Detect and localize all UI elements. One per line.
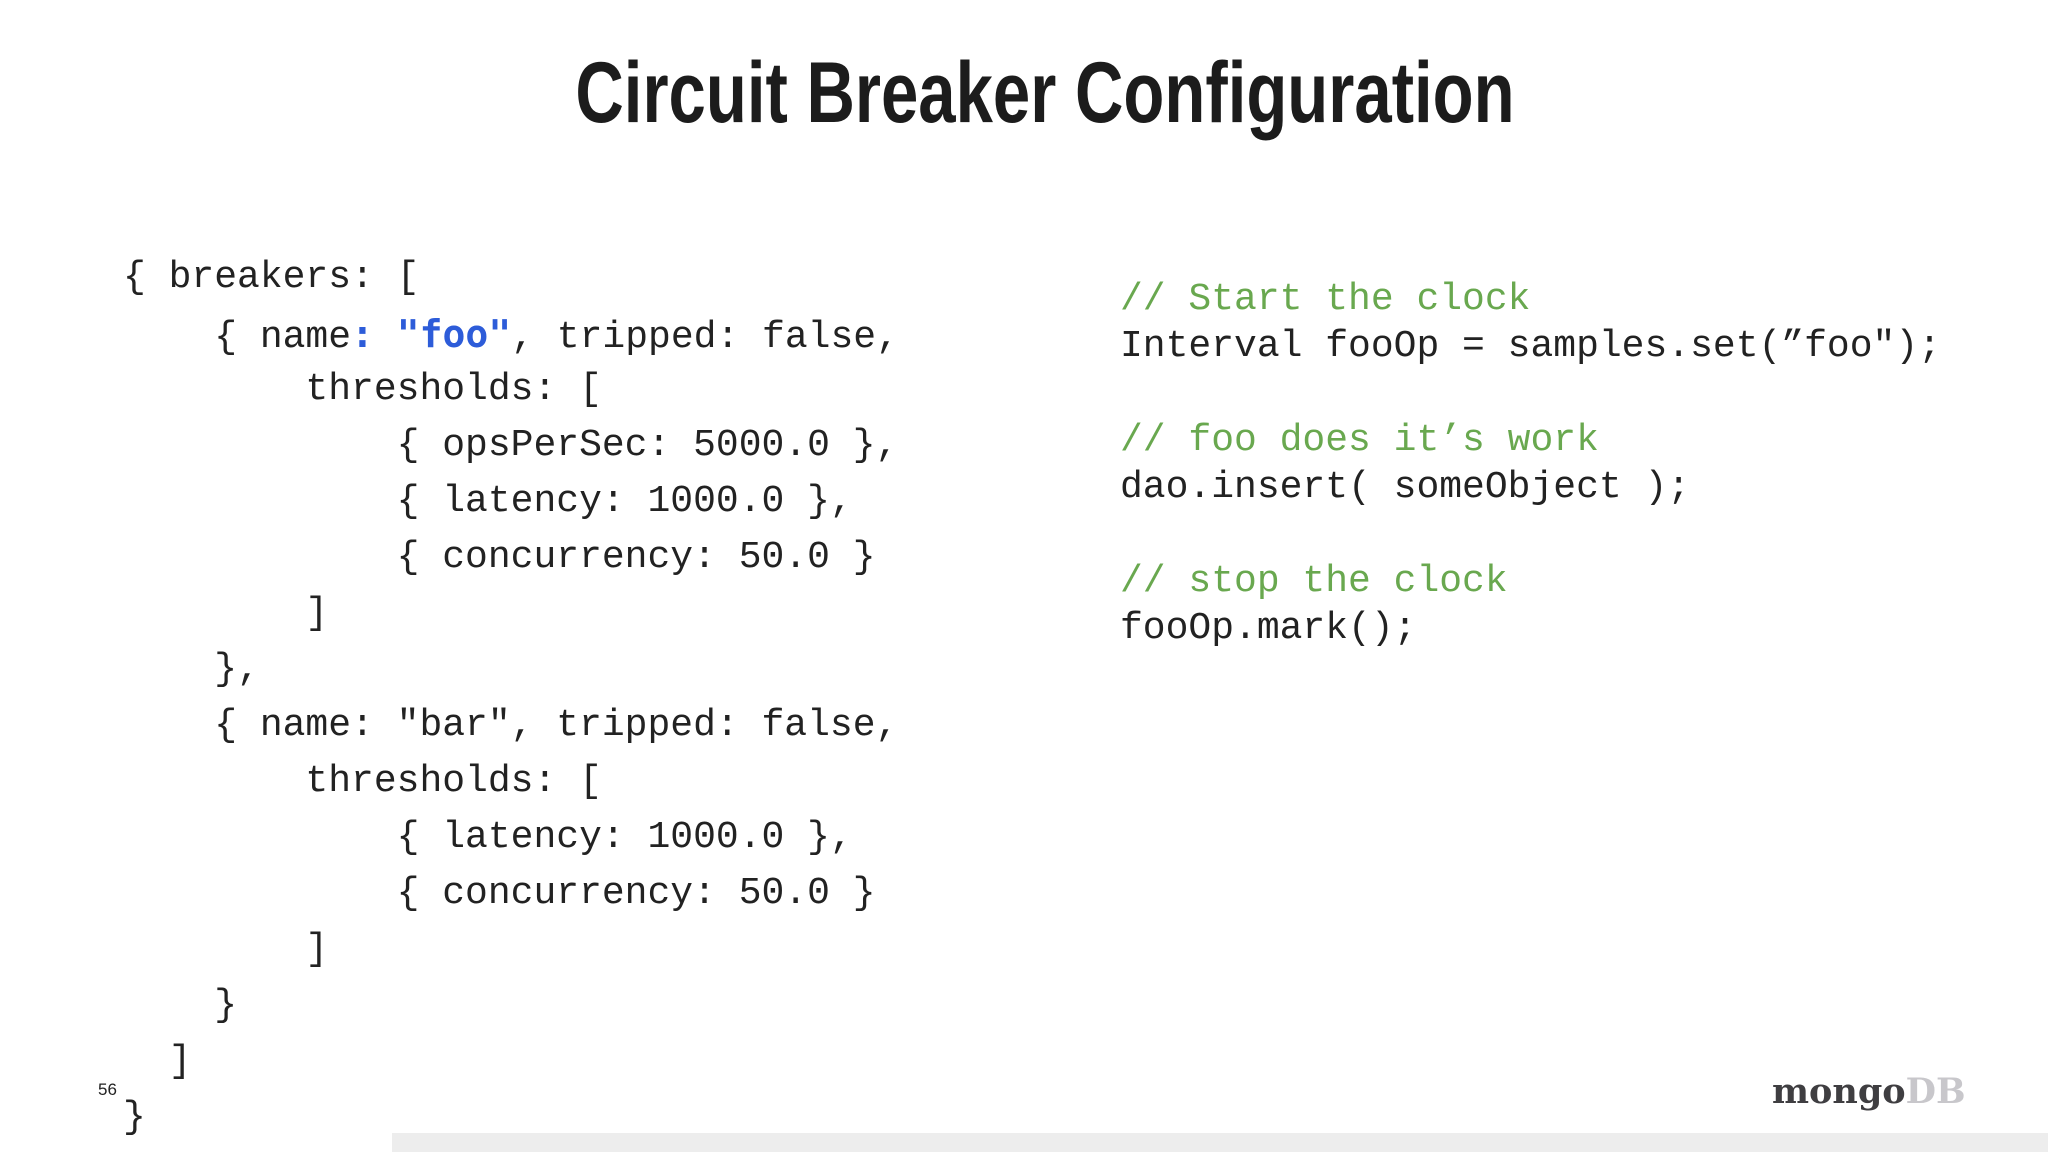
code-comment: // Start the clock <box>1120 278 1531 321</box>
mongodb-logo: mongoDB <box>1772 1074 1966 1109</box>
code-text: thresholds: [ <box>123 368 602 411</box>
code-line: // Start the clock <box>1120 276 1941 323</box>
code-line: // stop the clock <box>1120 558 1941 605</box>
code-comment: // stop the clock <box>1120 560 1508 603</box>
code-line: } <box>123 978 899 1034</box>
code-line: dao.insert( someObject ); <box>1120 464 1941 511</box>
code-line: // foo does it’s work <box>1120 417 1941 464</box>
footer-strip <box>392 1133 2048 1152</box>
code-line: { concurrency: 50.0 } <box>123 866 899 922</box>
code-text: { name: "bar", tripped: false, <box>123 704 899 747</box>
code-line: { concurrency: 50.0 } <box>123 530 899 586</box>
code-line: { latency: 1000.0 }, <box>123 474 899 530</box>
code-text: { name <box>123 316 352 359</box>
code-text: { opsPerSec: 5000.0 }, <box>123 424 899 467</box>
code-text: } <box>123 984 238 1027</box>
code-text: ] <box>123 1040 192 1083</box>
code-line: { name: "foo", tripped: false, <box>123 306 899 362</box>
slide-title: Circuit Breaker Configuration <box>575 45 1515 141</box>
code-line: { breakers: [ <box>123 250 899 306</box>
code-text: { concurrency: 50.0 } <box>123 536 876 579</box>
code-line <box>1120 370 1941 417</box>
code-line: { latency: 1000.0 }, <box>123 810 899 866</box>
code-line: Interval fooOp = samples.set(”foo"); <box>1120 323 1941 370</box>
breaker-config-code-block: { breakers: [ { name: "foo", tripped: fa… <box>123 250 899 1146</box>
code-line: ] <box>123 1034 899 1090</box>
code-text: { concurrency: 50.0 } <box>123 872 876 915</box>
code-line: ] <box>123 586 899 642</box>
page-number: 56 <box>98 1080 117 1099</box>
code-highlight: : "foo" <box>351 312 512 356</box>
code-text: thresholds: [ <box>123 760 602 803</box>
code-line: }, <box>123 642 899 698</box>
code-text: { latency: 1000.0 }, <box>123 480 853 523</box>
code-text: , tripped: false, <box>511 316 899 359</box>
code-line: } <box>123 1090 899 1146</box>
code-line: { opsPerSec: 5000.0 }, <box>123 418 899 474</box>
code-text: }, <box>123 648 260 691</box>
code-line: fooOp.mark(); <box>1120 605 1941 652</box>
code-text: } <box>123 1096 146 1139</box>
mongodb-logo-prefix: mongo <box>1772 1071 1906 1112</box>
code-text: ] <box>123 592 329 635</box>
code-line: thresholds: [ <box>123 754 899 810</box>
code-line: { name: "bar", tripped: false, <box>123 698 899 754</box>
code-line <box>1120 511 1941 558</box>
code-text: Interval fooOp = samples.set(”foo"); <box>1120 325 1941 368</box>
code-line: thresholds: [ <box>123 362 899 418</box>
code-text: { latency: 1000.0 }, <box>123 816 853 859</box>
code-comment: // foo does it’s work <box>1120 419 1599 462</box>
code-text: dao.insert( someObject ); <box>1120 466 1691 509</box>
code-text: { breakers: [ <box>123 256 420 299</box>
code-text: ] <box>123 928 329 971</box>
mongodb-logo-suffix: DB <box>1905 1071 1966 1112</box>
code-line: ] <box>123 922 899 978</box>
code-text: fooOp.mark(); <box>1120 607 1417 650</box>
